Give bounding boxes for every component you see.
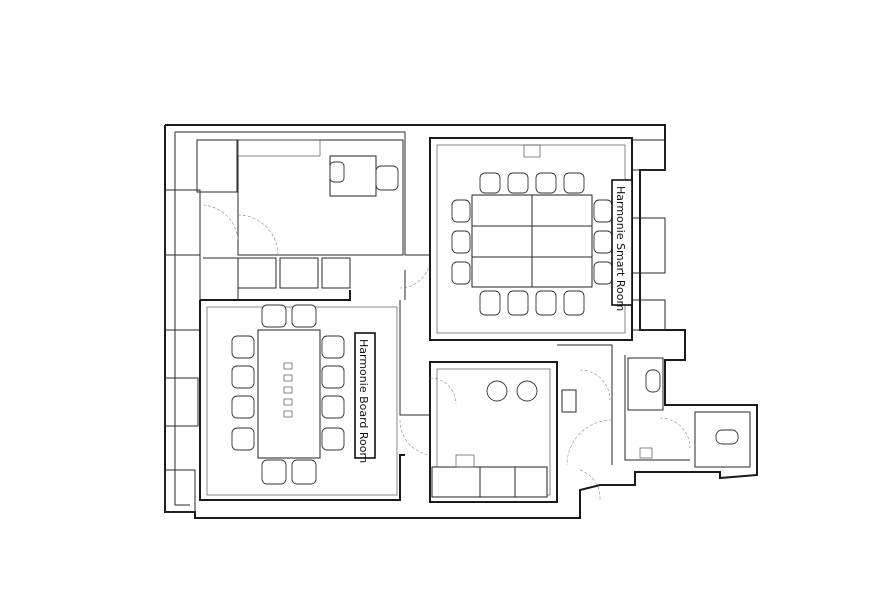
board-room-table xyxy=(257,329,321,459)
chair xyxy=(593,230,613,254)
chair xyxy=(451,261,471,285)
chair xyxy=(451,199,471,223)
left-piers xyxy=(164,139,238,513)
chair xyxy=(451,230,471,254)
chair xyxy=(261,304,287,328)
chair xyxy=(479,290,501,316)
office-chair xyxy=(329,161,345,183)
smart-room xyxy=(429,137,633,341)
chair xyxy=(593,261,613,285)
chair xyxy=(535,290,557,316)
door-swings xyxy=(202,204,601,501)
chair xyxy=(321,335,345,359)
chair xyxy=(231,335,255,359)
wc-area xyxy=(557,344,751,468)
chair xyxy=(291,459,317,485)
chair xyxy=(261,459,287,485)
board-room-label-text: Harmonie Board Room xyxy=(357,339,370,463)
chair xyxy=(507,290,529,316)
chair xyxy=(563,290,585,316)
smart-room-label: Harmonie Smart Room xyxy=(611,179,633,311)
chair xyxy=(593,199,613,223)
chair xyxy=(321,365,345,389)
corridor xyxy=(399,254,431,456)
cabinets xyxy=(203,257,351,301)
toilet xyxy=(645,369,661,393)
chair xyxy=(507,172,529,194)
board-room-label: Harmonie Board Room xyxy=(354,332,376,463)
outer-walls xyxy=(164,124,758,519)
chair xyxy=(563,172,585,194)
kitchen xyxy=(429,361,577,503)
chair xyxy=(231,395,255,419)
chair xyxy=(231,365,255,389)
chair xyxy=(321,395,345,419)
toilet xyxy=(715,429,739,445)
right-piers xyxy=(631,139,666,331)
office-chair xyxy=(375,165,399,191)
chair xyxy=(535,172,557,194)
board-room xyxy=(199,290,405,501)
chair xyxy=(231,427,255,451)
smart-room-label-text: Harmonie Smart Room xyxy=(614,186,627,311)
kitchen-counter xyxy=(431,466,548,498)
office-room xyxy=(237,139,404,256)
chair xyxy=(321,427,345,451)
chair xyxy=(479,172,501,194)
chair xyxy=(291,304,317,328)
stool xyxy=(486,380,508,402)
stool xyxy=(516,380,538,402)
